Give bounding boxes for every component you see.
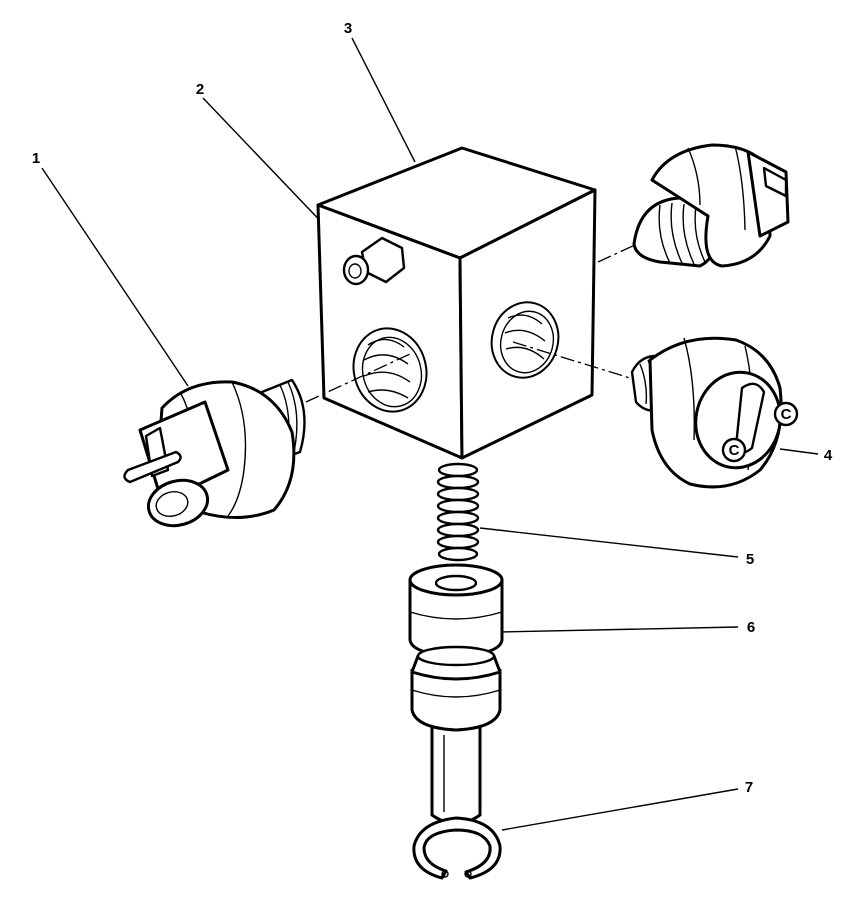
callout-7: 7 <box>745 779 753 796</box>
relief-valve-fitting-part-4: C C <box>630 336 799 489</box>
stamp-letter-a: C <box>781 406 792 423</box>
callout-2: 2 <box>196 81 204 98</box>
callout-4: 4 <box>824 447 833 464</box>
plunger-piston <box>410 645 502 825</box>
leader-3 <box>351 37 416 163</box>
center-lines <box>305 237 651 403</box>
spring-part-5 <box>436 462 480 562</box>
callout-5: 5 <box>746 551 754 568</box>
leader-4 <box>779 448 819 455</box>
grease-fitting-part-2 <box>342 236 406 286</box>
stamp-letter-b: C <box>729 442 740 459</box>
callout-1: 1 <box>32 150 40 167</box>
leader-7 <box>501 788 739 831</box>
right-threaded-port <box>490 301 560 379</box>
leader-lines <box>41 37 819 831</box>
leader-1 <box>41 167 189 387</box>
leader-6 <box>497 626 739 633</box>
callout-6: 6 <box>747 619 755 636</box>
relief-valve-fitting-upper-right <box>632 143 790 268</box>
callout-3: 3 <box>344 20 352 37</box>
callout-labels: 1 2 3 4 5 6 7 <box>32 20 833 796</box>
relief-valve-fitting-part-1 <box>123 378 306 528</box>
leader-5 <box>479 527 739 558</box>
valve-body-cube-part-3 <box>316 146 597 460</box>
stamp-circle-a <box>773 401 799 427</box>
collar-part-6 <box>408 563 504 658</box>
cube-right-face <box>458 188 597 460</box>
snap-ring-part-7 <box>412 816 502 880</box>
stamp-circle-b <box>721 437 747 463</box>
